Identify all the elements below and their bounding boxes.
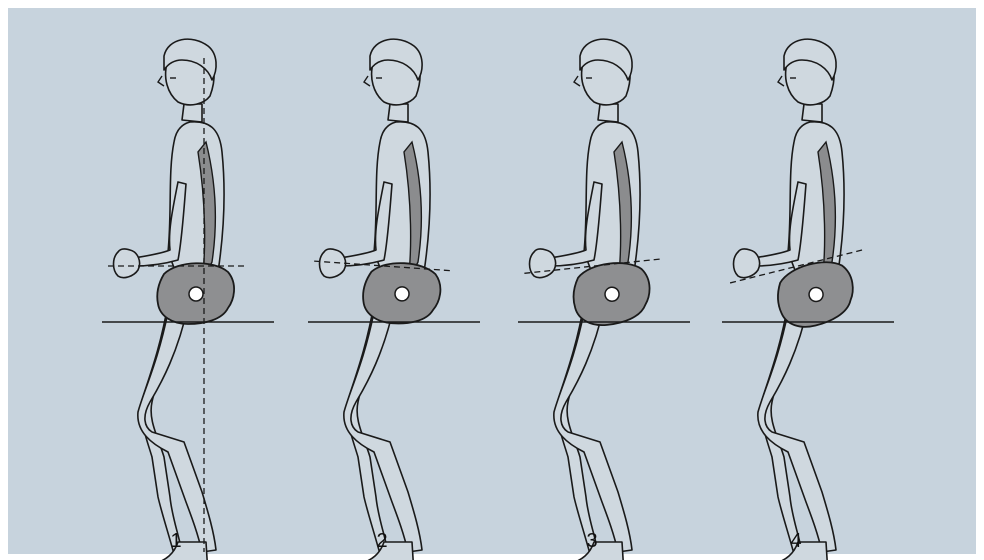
figure-label: 2 xyxy=(376,530,387,552)
figure-label: 4 xyxy=(790,530,801,552)
pelvis-bone xyxy=(157,263,234,324)
figure-label: 3 xyxy=(586,530,597,552)
figure-label: 1 xyxy=(170,530,181,552)
